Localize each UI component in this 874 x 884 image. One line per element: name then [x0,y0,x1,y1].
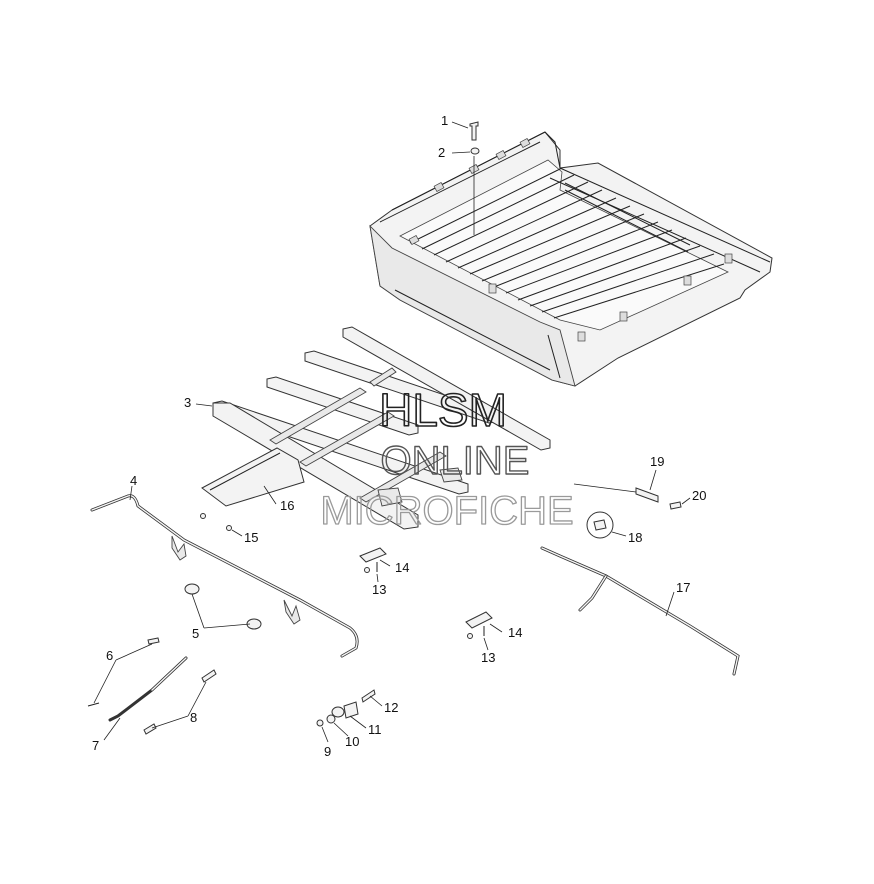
callout-8: 8 [190,710,197,725]
watermark-line1: HLSM [379,384,507,436]
callouts: 1 2 3 4 5 6 7 8 9 10 11 12 13 14 15 16 1… [92,113,706,759]
callout-12: 12 [384,700,398,715]
rod-right [540,546,740,676]
callout-20: 20 [692,488,706,503]
small-parts [87,121,682,735]
callout-19: 19 [650,454,664,469]
cargo-box [369,131,773,387]
callout-2: 2 [438,145,445,160]
callout-7: 7 [92,738,99,753]
skid-plate [201,447,305,507]
callout-14b: 14 [508,625,522,640]
callout-3: 3 [184,395,191,410]
watermark-line3: MICROFICHE [320,489,573,533]
frame-assembly [212,326,551,530]
callout-15: 15 [244,530,258,545]
callout-1: 1 [441,113,448,128]
callout-14: 14 [395,560,409,575]
callout-13b: 13 [481,650,495,665]
callout-10: 10 [345,734,359,749]
callout-13: 13 [372,582,386,597]
callout-6: 6 [106,648,113,663]
callout-17: 17 [676,580,690,595]
callout-18: 18 [628,530,642,545]
callout-5: 5 [192,626,199,641]
watermark-line2: ONLINE [381,439,530,483]
leader-lines [93,121,691,743]
rod-left [90,494,359,658]
callout-9: 9 [324,744,331,759]
callout-16: 16 [280,498,294,513]
callout-4: 4 [130,473,137,488]
callout-11: 11 [368,722,382,737]
watermark: HLSM ONLINE MICROFICHE [320,383,575,533]
